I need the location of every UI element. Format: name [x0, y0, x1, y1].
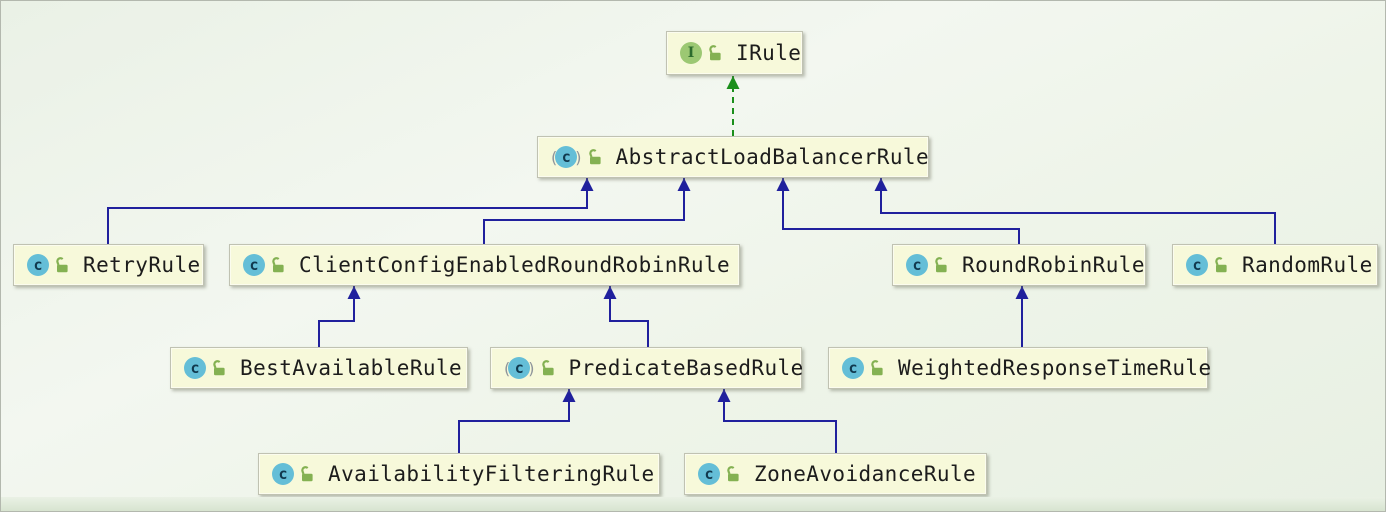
public-unlocked-icon: [301, 465, 313, 481]
class-icon: c: [243, 254, 265, 276]
class-node-zoneavoidancerule[interactable]: c ZoneAvoidanceRule: [684, 453, 987, 495]
interface-node-irule[interactable]: I IRule: [666, 31, 803, 75]
node-label: IRule: [736, 41, 802, 65]
node-label: PredicateBasedRule: [568, 356, 804, 380]
public-unlocked-icon: [541, 359, 554, 375]
node-label: AbstractLoadBalancerRule: [615, 145, 930, 169]
class-icon: c: [698, 463, 720, 485]
edge-RetryRule-extends-AbstractLoadBalancerRule: [107, 178, 594, 244]
edge-RoundRobinRule-extends-AbstractLoadBalancerRule: [776, 178, 1020, 244]
class-node-weightedresponsetimerule[interactable]: c WeightedResponseTimeRule: [828, 347, 1211, 389]
edge-ZoneAvoidanceRule-extends-PredicateBasedRule: [717, 389, 837, 453]
class-icon: c: [1186, 254, 1208, 276]
node-label: RoundRobinRule: [962, 253, 1145, 277]
class-node-bestavailablerule[interactable]: c BestAvailableRule: [170, 347, 468, 389]
class-node-clientconfigenabledroundrobinrule[interactable]: c ClientConfigEnabledRoundRobinRule: [229, 244, 740, 286]
public-unlocked-icon: [709, 44, 721, 60]
node-label: RetryRule: [83, 253, 201, 277]
class-node-randomrule[interactable]: c RandomRule: [1172, 244, 1378, 286]
class-node-roundrobinrule[interactable]: c RoundRobinRule: [892, 244, 1146, 286]
public-unlocked-icon: [727, 465, 739, 481]
edge-AvailabilityFilteringRule-extends-PredicateBasedRule: [458, 389, 576, 453]
node-label: BestAvailableRule: [240, 356, 463, 380]
edge-BestAvailableRule-extends-ClientConfigEnabledRoundRobinRule: [318, 286, 361, 347]
public-unlocked-icon: [213, 359, 225, 375]
public-unlocked-icon: [871, 359, 883, 375]
abstract-class-icon: c: [551, 146, 582, 168]
public-unlocked-icon: [1215, 256, 1227, 272]
class-node-predicatebasedrule[interactable]: c PredicateBasedRule: [490, 347, 804, 389]
edge-ClientConfigEnabledRoundRobinRule-extends-AbstractLoadBalancerRule: [483, 178, 691, 244]
interface-icon: I: [680, 42, 702, 64]
public-unlocked-icon: [935, 256, 947, 272]
node-label: AvailabilityFilteringRule: [328, 462, 655, 486]
class-icon: c: [906, 254, 928, 276]
class-node-availabilityfilteringrule[interactable]: c AvailabilityFilteringRule: [258, 453, 660, 495]
class-icon: c: [184, 357, 206, 379]
abstract-class-icon: c: [504, 357, 535, 379]
class-node-retryrule[interactable]: c RetryRule: [13, 244, 204, 286]
edge-PredicateBasedRule-extends-ClientConfigEnabledRoundRobinRule: [603, 286, 649, 347]
node-label: RandomRule: [1242, 253, 1373, 277]
public-unlocked-icon: [588, 148, 601, 164]
class-node-abstractloadbalancerrule[interactable]: c AbstractLoadBalancerRule: [537, 136, 929, 178]
public-unlocked-icon: [272, 256, 284, 272]
class-icon: c: [272, 463, 294, 485]
edge-RandomRule-extends-AbstractLoadBalancerRule: [874, 178, 1276, 244]
node-label: ClientConfigEnabledRoundRobinRule: [299, 253, 731, 277]
class-icon: c: [842, 357, 864, 379]
node-label: WeightedResponseTimeRule: [898, 356, 1212, 380]
node-label: ZoneAvoidanceRule: [754, 462, 977, 486]
class-icon: c: [27, 254, 49, 276]
public-unlocked-icon: [56, 256, 68, 272]
